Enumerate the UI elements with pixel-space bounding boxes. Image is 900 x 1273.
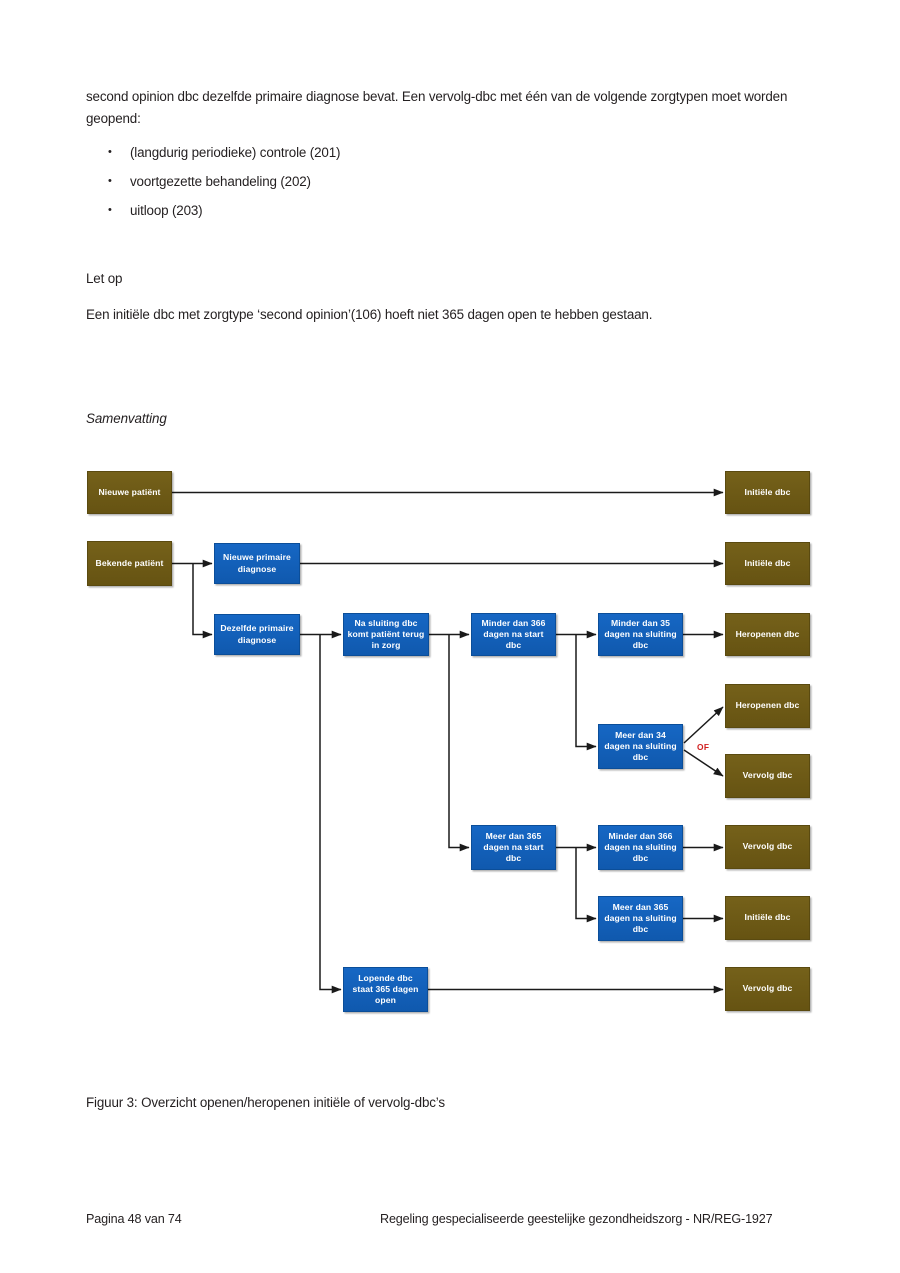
node-meer-34-dagen-na-sluiting: Meer dan 34 dagen na sluiting dbc bbox=[598, 724, 683, 769]
node-initiele-dbc-3: Initiële dbc bbox=[725, 896, 810, 940]
intro-section: second opinion dbc dezelfde primaire dia… bbox=[86, 86, 814, 229]
node-vervolg-dbc-2: Vervolg dbc bbox=[725, 825, 810, 869]
footer-document-title: Regeling gespecialiseerde geestelijke ge… bbox=[380, 1212, 773, 1226]
node-label: Na sluiting dbc komt patiënt terug in zo… bbox=[347, 617, 425, 651]
node-label: Initiële dbc bbox=[744, 557, 791, 568]
node-label: Initiële dbc bbox=[744, 912, 791, 923]
node-heropenen-dbc-2: Heropenen dbc bbox=[725, 684, 810, 728]
notice-heading: Let op bbox=[86, 271, 123, 286]
section-heading-samenvatting: Samenvatting bbox=[86, 411, 167, 426]
node-bekende-patient: Bekende patiënt bbox=[87, 541, 172, 586]
node-initiele-dbc-2: Initiële dbc bbox=[725, 542, 810, 585]
notice-section: Let op Een initiële dbc met zorgtype ‘se… bbox=[86, 268, 814, 326]
node-label: Bekende patiënt bbox=[95, 557, 164, 568]
node-label: Meer dan 365 dagen na sluiting dbc bbox=[604, 901, 677, 935]
node-meer-365-dagen-na-start: Meer dan 365 dagen na start dbc bbox=[471, 825, 556, 870]
node-label: Minder dan 35 dagen na sluiting dbc bbox=[604, 617, 677, 651]
node-label: Lopende dbc staat 365 dagen open bbox=[352, 972, 419, 1006]
node-lopende-dbc-365-dagen-open: Lopende dbc staat 365 dagen open bbox=[343, 967, 428, 1012]
node-label: Meer dan 365 dagen na start dbc bbox=[483, 830, 544, 864]
node-label: Nieuwe primaire diagnose bbox=[223, 552, 291, 574]
zorgtypen-list: (langdurig periodieke) controle (201) vo… bbox=[86, 141, 814, 222]
or-branch-label: OF bbox=[697, 742, 710, 752]
node-minder-366-dagen-na-start: Minder dan 366 dagen na start dbc bbox=[471, 613, 556, 656]
node-label: Heropenen dbc bbox=[735, 700, 800, 711]
footer-page-number: Pagina 48 van 74 bbox=[86, 1212, 182, 1226]
figure-caption: Figuur 3: Overzicht openen/heropenen ini… bbox=[86, 1095, 445, 1110]
list-item: voortgezette behandeling (202) bbox=[86, 170, 814, 193]
node-label: Nieuwe patiënt bbox=[98, 486, 161, 497]
node-label: Dezelfde primaire diagnose bbox=[220, 623, 294, 645]
node-label: Vervolg dbc bbox=[742, 770, 793, 781]
node-label: Vervolg dbc bbox=[742, 983, 793, 994]
node-minder-366-dagen-na-sluiting: Minder dan 366 dagen na sluiting dbc bbox=[598, 825, 683, 870]
node-dezelfde-primaire-diagnose: Dezelfde primaire diagnose bbox=[214, 614, 300, 655]
node-heropenen-dbc-1: Heropenen dbc bbox=[725, 613, 810, 656]
notice-text: Een initiële dbc met zorgtype ‘second op… bbox=[86, 307, 653, 322]
list-item: (langdurig periodieke) controle (201) bbox=[86, 141, 814, 164]
node-minder-35-dagen-na-sluiting: Minder dan 35 dagen na sluiting dbc bbox=[598, 613, 683, 656]
node-na-sluiting-terug-in-zorg: Na sluiting dbc komt patiënt terug in zo… bbox=[343, 613, 429, 656]
node-label: Minder dan 366 dagen na start dbc bbox=[481, 617, 546, 651]
node-meer-365-dagen-na-sluiting: Meer dan 365 dagen na sluiting dbc bbox=[598, 896, 683, 941]
node-nieuwe-patient: Nieuwe patiënt bbox=[87, 471, 172, 514]
node-label: Heropenen dbc bbox=[735, 628, 800, 639]
node-label: Meer dan 34 dagen na sluiting dbc bbox=[604, 729, 677, 763]
node-vervolg-dbc-1: Vervolg dbc bbox=[725, 754, 810, 798]
node-label: Minder dan 366 dagen na sluiting dbc bbox=[604, 830, 677, 864]
node-label: Initiële dbc bbox=[744, 486, 791, 497]
node-initiele-dbc-1: Initiële dbc bbox=[725, 471, 810, 514]
node-nieuwe-primaire-diagnose: Nieuwe primaire diagnose bbox=[214, 543, 300, 584]
intro-paragraph: second opinion dbc dezelfde primaire dia… bbox=[86, 89, 788, 126]
list-item: uitloop (203) bbox=[86, 199, 814, 222]
node-label: Vervolg dbc bbox=[742, 841, 793, 852]
node-vervolg-dbc-3: Vervolg dbc bbox=[725, 967, 810, 1011]
